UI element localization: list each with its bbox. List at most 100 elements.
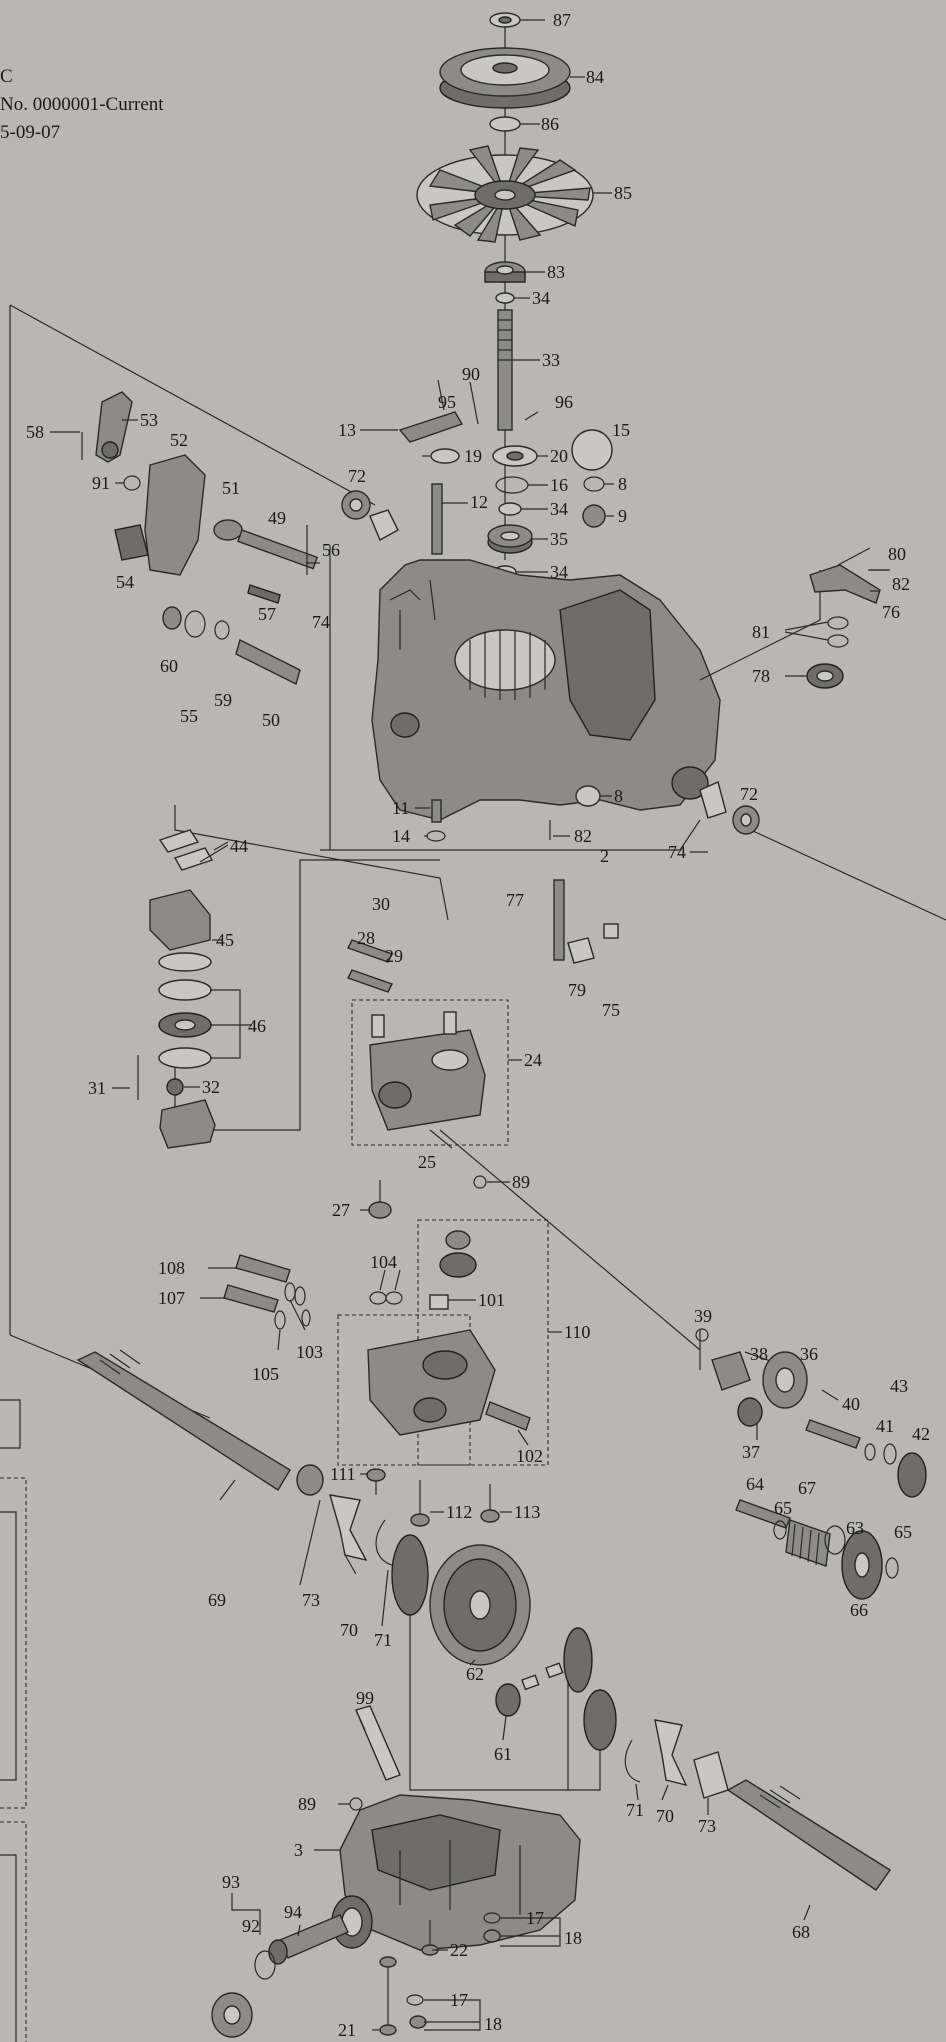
washer-43 [883, 1443, 897, 1465]
bushing-44b [173, 847, 214, 871]
valve-107 [223, 1284, 279, 1313]
bushing-44a [158, 829, 200, 853]
spring-38 [711, 1351, 751, 1391]
callout-17-low: 17 [450, 1990, 468, 2010]
main-housing-2 [371, 559, 721, 821]
o-ring-92 [254, 1950, 276, 1980]
o-ring-81b [827, 634, 849, 648]
callout-49: 49 [268, 508, 286, 528]
callout-59: 59 [214, 690, 232, 710]
swashplate-52 [144, 454, 206, 576]
pin-25 [429, 1129, 453, 1149]
callout-25: 25 [418, 1152, 436, 1172]
callout-89-mid: 89 [512, 1172, 530, 1192]
callout-57: 57 [258, 604, 276, 624]
callout-63: 63 [846, 1518, 864, 1538]
callout-113: 113 [514, 1502, 540, 1522]
callout-8-mid: 8 [614, 786, 623, 806]
callout-68: 68 [792, 1922, 810, 1942]
plug-9 [582, 504, 606, 528]
callout-34-top: 34 [532, 288, 550, 308]
callout-101: 101 [478, 1290, 505, 1310]
callout-93: 93 [222, 1872, 240, 1892]
bolt-27 [368, 1180, 392, 1219]
callout-94: 94 [284, 1902, 302, 1922]
plug-8b [575, 785, 601, 807]
nut-83 [484, 261, 526, 283]
callout-53: 53 [140, 410, 158, 430]
callout-18-low: 18 [484, 2014, 502, 2034]
callout-107: 107 [158, 1288, 185, 1308]
callout-27: 27 [332, 1200, 350, 1220]
callout-13: 13 [338, 420, 356, 440]
callout-58: 58 [26, 422, 44, 442]
bevel-gear-left [391, 1534, 429, 1616]
ring-71a [375, 1519, 393, 1566]
callout-51: 51 [222, 478, 240, 498]
valve-102 [485, 1401, 531, 1431]
callout-33: 33 [542, 350, 560, 370]
callout-70-left: 70 [340, 1620, 358, 1640]
callout-24: 24 [524, 1050, 542, 1070]
bushing-73b [693, 1751, 729, 1799]
callout-40: 40 [842, 1394, 860, 1414]
thrust-washer-70b [654, 1719, 688, 1787]
pulley-84 [439, 47, 571, 109]
differential-gears [391, 1534, 617, 1791]
callout-55: 55 [180, 706, 198, 726]
callout-96: 96 [555, 392, 573, 412]
washer-65b [885, 1557, 899, 1579]
callout-90: 90 [462, 364, 480, 384]
plug-39 [695, 1328, 709, 1342]
bevel-gear-right [563, 1627, 593, 1693]
callout-105: 105 [252, 1364, 279, 1384]
callout-80: 80 [888, 544, 906, 564]
ring-41 [864, 1443, 876, 1461]
check-valves [223, 1254, 311, 1330]
callout-92: 92 [242, 1916, 260, 1936]
callout-103: 103 [296, 1342, 323, 1362]
o-ring-91 [123, 475, 141, 491]
callout-9: 9 [618, 506, 627, 526]
callout-22: 22 [450, 1940, 468, 1960]
callout-62: 62 [466, 1664, 484, 1684]
trunnion-49 [236, 529, 319, 570]
callout-78: 78 [752, 666, 770, 686]
shaft-40 [805, 1419, 861, 1449]
input-shaft-33 [497, 309, 513, 431]
washer-60 [162, 606, 182, 630]
callout-17-top: 17 [526, 1908, 544, 1928]
top-shaft-stack [416, 12, 594, 579]
cap-15 [571, 429, 613, 471]
gear-42 [897, 1452, 927, 1498]
callout-112: 112 [446, 1502, 472, 1522]
callout-102: 102 [516, 1446, 543, 1466]
callout-85: 85 [614, 183, 632, 203]
axle-68 [726, 1779, 891, 1891]
callout-86: 86 [541, 114, 559, 134]
gear-group-63-67 [735, 1499, 899, 1600]
callout-20: 20 [550, 446, 568, 466]
screw-11 [431, 799, 442, 823]
callout-110: 110 [564, 1322, 590, 1342]
callout-99: 99 [356, 1688, 374, 1708]
o-ring-81a [827, 616, 849, 630]
callout-14: 14 [392, 826, 410, 846]
callout-12: 12 [470, 492, 488, 512]
callout-74-right: 74 [668, 842, 686, 862]
motor-block [159, 1099, 216, 1149]
header-date: 5-09-07 [0, 122, 61, 143]
o-ring-14 [426, 830, 446, 842]
callout-81: 81 [752, 622, 770, 642]
callout-75: 75 [602, 1000, 620, 1020]
callout-89-low: 89 [298, 1794, 316, 1814]
pump-kit-left [137, 805, 449, 1149]
charge-pump-110 [337, 1219, 549, 1466]
bearing-37 [737, 1397, 763, 1427]
callout-95: 95 [438, 392, 456, 412]
slider-54 [114, 524, 149, 561]
callout-50: 50 [262, 710, 280, 730]
callout-46: 46 [248, 1016, 266, 1036]
callout-77: 77 [506, 890, 524, 910]
callout-56: 56 [322, 540, 340, 560]
